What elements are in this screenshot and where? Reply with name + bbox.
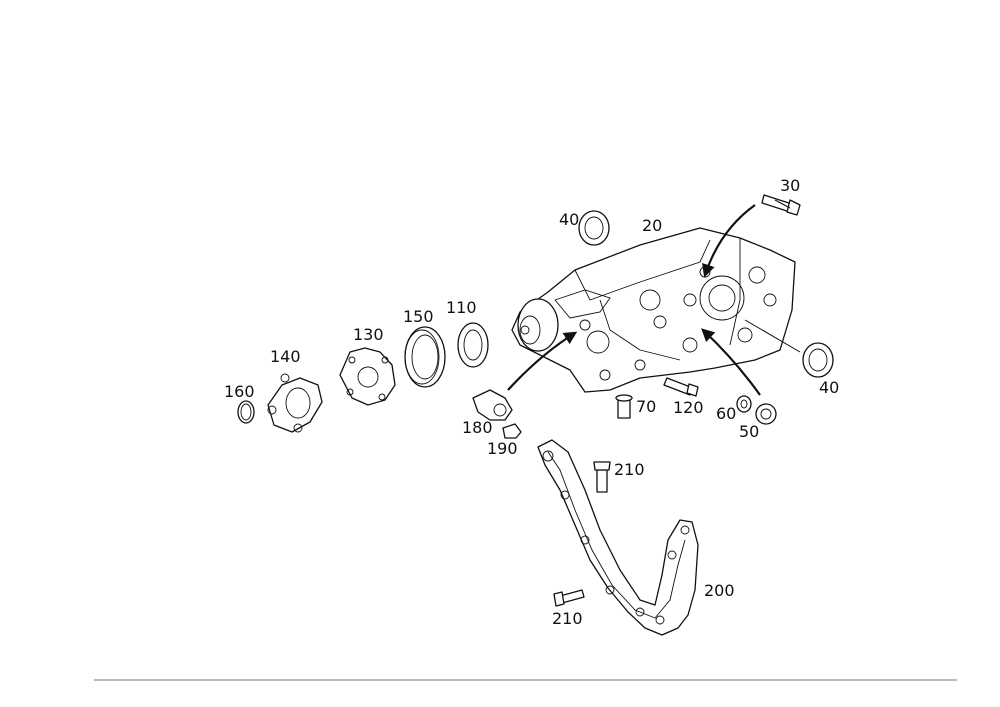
callout-50: 50 (739, 422, 759, 441)
flange-part-130 (339, 347, 396, 406)
plug-part-70 (615, 394, 633, 419)
callout-20: 20 (642, 216, 662, 235)
callout-40-lower: 40 (819, 378, 839, 397)
callout-210-upper: 210 (614, 460, 645, 479)
ring-part-150 (404, 326, 446, 388)
callout-210-lower: 210 (552, 609, 583, 628)
callout-70: 70 (636, 397, 656, 416)
mounting-bracket-part-200 (537, 439, 699, 636)
clip-part-190 (502, 423, 522, 439)
bolt-part-120 (663, 377, 699, 397)
bolt-part-30 (761, 194, 801, 216)
sensor-part-180 (472, 389, 513, 421)
seal-ring-part-40-lower (802, 342, 834, 378)
callout-30: 30 (780, 176, 800, 195)
callout-140: 140 (270, 347, 301, 366)
seal-ring-part-110 (457, 322, 489, 368)
callout-180: 180 (462, 418, 493, 437)
callout-labels: 30 40 20 110 150 130 140 160 40 70 120 6… (224, 176, 839, 628)
callout-110: 110 (446, 298, 477, 317)
bolt-part-210-upper (593, 461, 611, 493)
flange-part-140 (267, 373, 323, 433)
callout-60: 60 (716, 404, 736, 423)
circlip-part-160 (237, 400, 255, 424)
callout-190: 190 (487, 439, 518, 458)
callout-130: 130 (353, 325, 384, 344)
callout-120: 120 (673, 398, 704, 417)
callout-40-upper: 40 (559, 210, 579, 229)
washer-part-60 (736, 395, 752, 413)
seal-ring-part-40-upper (578, 210, 610, 246)
callout-160: 160 (224, 382, 255, 401)
leader-lines (507, 199, 801, 396)
transfer-case-housing-part-20 (511, 227, 796, 393)
bushing-part-50 (755, 403, 777, 425)
callout-200: 200 (704, 581, 735, 600)
callout-150: 150 (403, 307, 434, 326)
bolt-part-210-lower (553, 589, 585, 607)
